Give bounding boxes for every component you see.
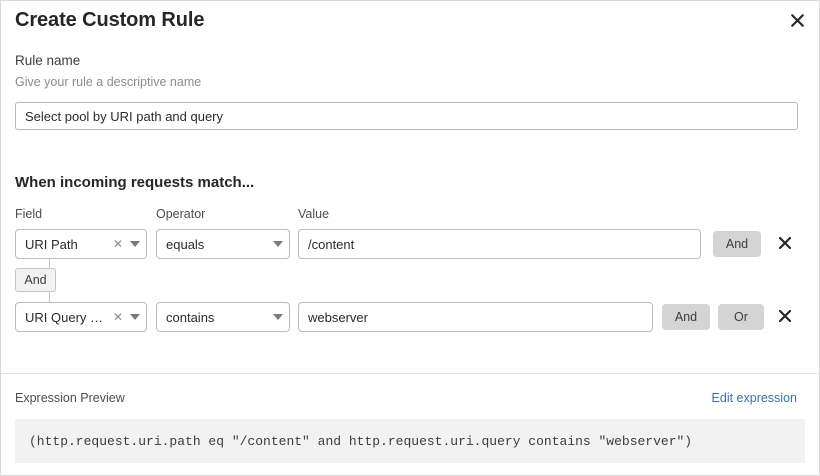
column-header-value: Value (298, 207, 330, 221)
add-and-condition-button-0[interactable]: And (713, 231, 761, 257)
clear-icon[interactable]: ✕ (112, 237, 123, 251)
chevron-down-icon (273, 314, 283, 320)
chevron-down-icon (130, 241, 140, 247)
edit-expression-link[interactable]: Edit expression (711, 391, 797, 405)
rule-name-label: Rule name (15, 53, 81, 68)
rule-name-input[interactable] (15, 102, 798, 130)
field-select-1[interactable]: URI Query St... ✕ (15, 302, 147, 332)
connector-line-top (49, 259, 50, 268)
close-icon-glyph (790, 13, 804, 27)
section-divider (1, 373, 819, 374)
connector-line-bottom (49, 292, 50, 302)
conditions-heading: When incoming requests match... (15, 174, 255, 191)
operator-select-value-1: contains (166, 309, 215, 325)
field-select-value-1: URI Query St... (25, 309, 111, 325)
value-input-1[interactable] (298, 302, 653, 332)
close-icon (778, 309, 792, 323)
column-header-operator: Operator (156, 207, 206, 221)
close-icon (778, 236, 792, 250)
column-header-field: Field (15, 207, 43, 221)
add-and-condition-button-1[interactable]: And (662, 304, 710, 330)
expression-preview-text: (http.request.uri.path eq "/content" and… (29, 433, 693, 449)
delete-condition-button-1[interactable] (775, 305, 795, 327)
operator-select-value-0: equals (166, 236, 205, 252)
field-select-value-0: URI Path (25, 236, 78, 252)
operator-select-1[interactable]: contains (156, 302, 290, 332)
close-icon[interactable] (785, 8, 809, 32)
clear-icon[interactable]: ✕ (112, 310, 123, 324)
delete-condition-button-0[interactable] (775, 232, 795, 254)
expression-preview-box: (http.request.uri.path eq "/content" and… (15, 419, 805, 463)
value-input-0[interactable] (298, 229, 701, 259)
operator-select-0[interactable]: equals (156, 229, 290, 259)
expression-preview-label: Expression Preview (15, 391, 125, 405)
field-select-0[interactable]: URI Path ✕ (15, 229, 147, 259)
rule-name-help-text: Give your rule a descriptive name (15, 75, 202, 89)
connector-logic-badge[interactable]: And (15, 268, 56, 292)
dialog-title: Create Custom Rule (15, 9, 205, 31)
chevron-down-icon (130, 314, 140, 320)
chevron-down-icon (273, 241, 283, 247)
add-or-condition-button-1[interactable]: Or (718, 304, 764, 330)
